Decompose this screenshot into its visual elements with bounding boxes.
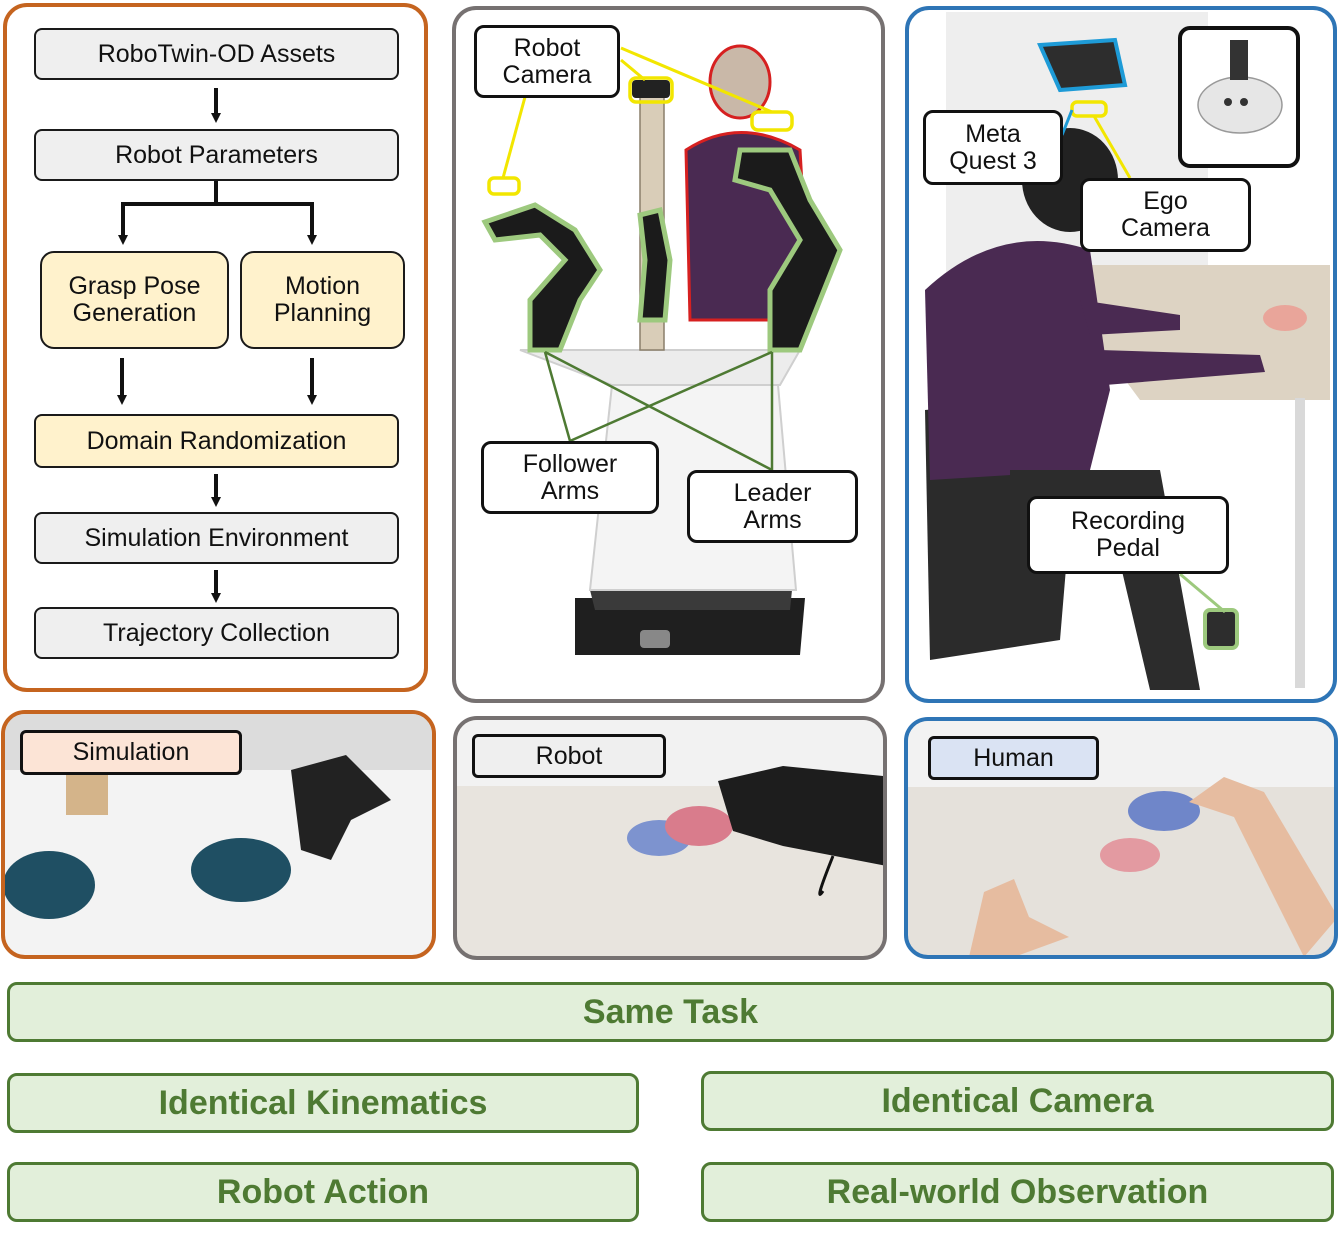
robot-camera-label: Robot Camera [474,25,620,98]
robot-parameters-box: Robot Parameters [34,129,399,181]
robot-base [575,598,805,655]
base-sensor [640,630,670,648]
human-view [904,717,1338,959]
sim-pan-left [5,851,95,919]
person-torso [925,241,1110,480]
robot-arms [481,147,843,353]
robot-action-bar: Robot Action [7,1162,639,1222]
domain-randomization-box: Domain Randomization [34,414,399,468]
grasp-pose-box: Grasp Pose Generation [40,251,229,349]
robot-view-gripper [718,766,883,866]
identical-camera-bar: Identical Camera [701,1071,1334,1131]
human-tag: Human [928,736,1099,780]
robot-pink-bowl [665,806,733,846]
recording-pedal-label: Recording Pedal [1027,496,1229,574]
assets-box: RoboTwin-OD Assets [34,28,399,80]
robot-tag: Robot [472,734,666,778]
desk-leg [1295,398,1305,688]
human-blue-bowl [1128,791,1200,831]
sim-pan-center [191,838,291,902]
human-pink-bowl [1100,838,1160,872]
person-head [708,44,772,120]
arrow-params-motion [216,202,317,245]
pedal [1203,608,1239,650]
sim-gripper [291,755,391,860]
leader-arms-label: Leader Arms [687,470,858,543]
motion-planning-box: Motion Planning [240,251,405,349]
meta-quest-label: Meta Quest 3 [923,110,1063,185]
headset-camera [1037,37,1128,93]
simulation-environment-box: Simulation Environment [34,512,399,564]
ego-camera-label: Ego Camera [1080,178,1251,252]
same-task-bar: Same Task [7,982,1334,1042]
human-left-hand [969,879,1069,955]
pink-bowl [1263,305,1307,331]
identical-kinematics-bar: Identical Kinematics [7,1073,639,1133]
simulation-tag: Simulation [20,730,242,775]
human-right-arm [1189,777,1334,955]
trajectory-collection-box: Trajectory Collection [34,607,399,659]
real-world-observation-bar: Real-world Observation [701,1162,1334,1222]
arrow-params-grasp [118,181,218,245]
mast-camera [632,80,670,98]
follower-arms-label: Follower Arms [481,441,659,514]
